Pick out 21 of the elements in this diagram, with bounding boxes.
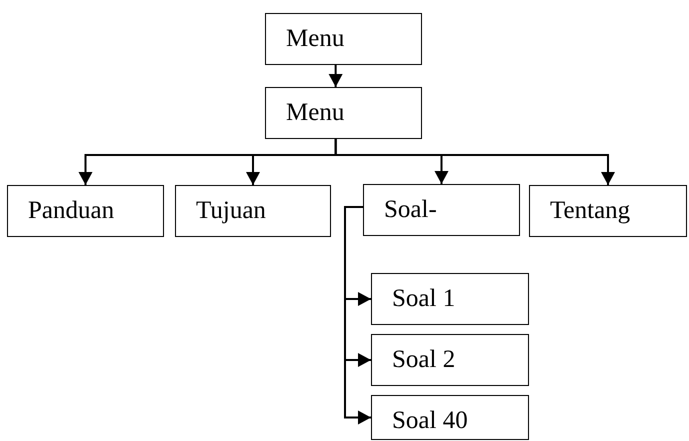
box-label: Panduan: [28, 197, 114, 224]
menu-box: [7, 185, 164, 237]
box-label: Soal 2: [392, 346, 456, 373]
box-label: Tentang: [550, 197, 630, 224]
menu-box: [371, 273, 529, 325]
box-label: Tujuan: [196, 197, 266, 224]
box-label: Soal 1: [392, 285, 456, 312]
menu-box: [371, 395, 529, 440]
box-label: Soal 40: [392, 407, 468, 434]
arrow: [344, 206, 371, 424]
box-label: Menu: [286, 25, 344, 52]
menu-box: [363, 184, 520, 236]
menu-box: [265, 13, 422, 65]
menu-box: [371, 334, 529, 386]
arrow: [334, 139, 615, 185]
box-label: Soal-: [384, 196, 437, 223]
menu-box: [529, 185, 687, 237]
arrow: [328, 65, 343, 87]
menu-box: [265, 87, 422, 139]
box-label: Menu: [286, 99, 344, 126]
menu-box: [175, 185, 331, 237]
